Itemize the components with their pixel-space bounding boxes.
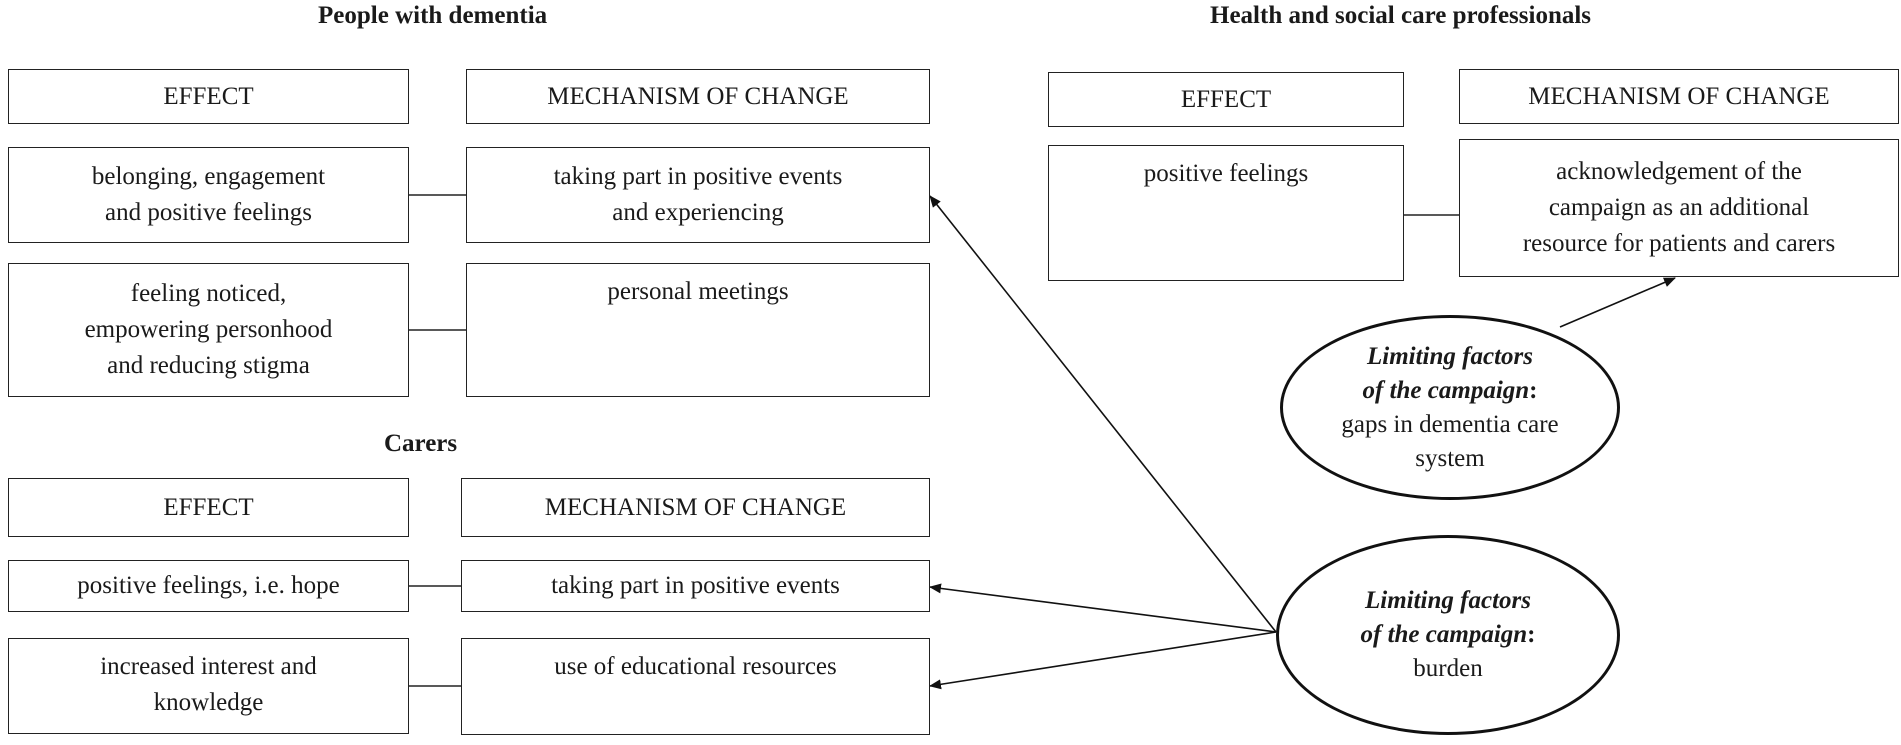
limiting-factors-title-line: of the campaign	[1360, 621, 1528, 648]
prof-mechanism-header: MECHANISM OF CHANGE	[1459, 69, 1899, 124]
pwd-effect-row1: belonging, engagement and positive feeli…	[8, 147, 409, 243]
carers-effect-row1: positive feelings, i.e. hope	[8, 560, 409, 612]
prof-mechanism-row1: acknowledgement of the campaign as an ad…	[1459, 139, 1899, 277]
carers-mechanism-row1: taking part in positive events	[461, 560, 930, 612]
limiting-factors-colon: :	[1527, 621, 1536, 648]
pwd-mechanism-header: MECHANISM OF CHANGE	[466, 69, 930, 124]
professionals-heading: Health and social care professionals	[1210, 2, 1592, 29]
prof-effect-row1-line: positive feelings	[1143, 160, 1309, 187]
pwd-mechanism-row2: personal meetings	[466, 263, 930, 397]
prof-effect-header: EFFECT	[1048, 72, 1404, 127]
limiting-factors-body-line: gaps in dementia care	[1341, 410, 1559, 438]
pwd-effect-row2-line: empowering personhood	[84, 316, 333, 343]
pwd-effect-row2-line: feeling noticed,	[130, 280, 287, 307]
arrow-to-pwd-row1	[929, 195, 1277, 633]
arrow-to-prof-mechanism	[1559, 277, 1676, 328]
pwd-mechanism-row1-line: taking part in positive events	[553, 163, 843, 190]
carers-effect-header: EFFECT	[8, 478, 409, 537]
limiting-factors-title-line: Limiting factors	[1365, 587, 1531, 614]
prof-mechanism-row1-line: campaign as an additional	[1548, 194, 1810, 221]
limiting-factors-title-line: of the campaign	[1362, 376, 1530, 404]
limiting-factors-body-line: burden	[1413, 655, 1483, 682]
limiting-factors-ellipse-gaps: Limiting factors of the campaign: gaps i…	[1280, 315, 1620, 500]
carers-effect-row2-line: knowledge	[153, 689, 264, 716]
people-with-dementia-heading: People with dementia	[318, 2, 548, 29]
arrow-to-carers-row2	[929, 631, 1277, 690]
pwd-effect-row2: feeling noticed, empowering personhood a…	[8, 263, 409, 397]
pwd-effect-row1-line: belonging, engagement	[91, 163, 326, 190]
carers-effect-row2: increased interest and knowledge	[8, 638, 409, 734]
prof-mechanism-row1-line: acknowledgement of the	[1556, 158, 1802, 185]
limiting-factors-ellipse-burden: Limiting factors of the campaign: burden	[1276, 535, 1620, 735]
limiting-factors-body-line: system	[1415, 444, 1485, 472]
prof-mechanism-row1-line: resource for patients and carers	[1522, 230, 1836, 257]
limiting-factors-colon: :	[1529, 376, 1538, 404]
pwd-mechanism-row2-line: personal meetings	[607, 278, 789, 305]
carers-mechanism-header: MECHANISM OF CHANGE	[461, 478, 930, 537]
limiting-factors-title-line: Limiting factors	[1367, 342, 1533, 370]
pwd-mechanism-row1-line: and experiencing	[612, 199, 784, 226]
pwd-effect-row1-line: and positive feelings	[105, 199, 312, 226]
carers-mechanism-row2-line: use of educational resources	[554, 653, 837, 680]
arrow-to-carers-row1	[929, 583, 1277, 633]
prof-effect-row1: positive feelings	[1048, 145, 1404, 281]
pwd-effect-header: EFFECT	[8, 69, 409, 124]
carers-heading: Carers	[384, 430, 458, 457]
pwd-effect-row2-line: and reducing stigma	[107, 352, 310, 379]
carers-mechanism-row2: use of educational resources	[461, 638, 930, 735]
carers-effect-row2-line: increased interest and	[100, 653, 317, 680]
pwd-mechanism-row1: taking part in positive events and exper…	[466, 147, 930, 243]
